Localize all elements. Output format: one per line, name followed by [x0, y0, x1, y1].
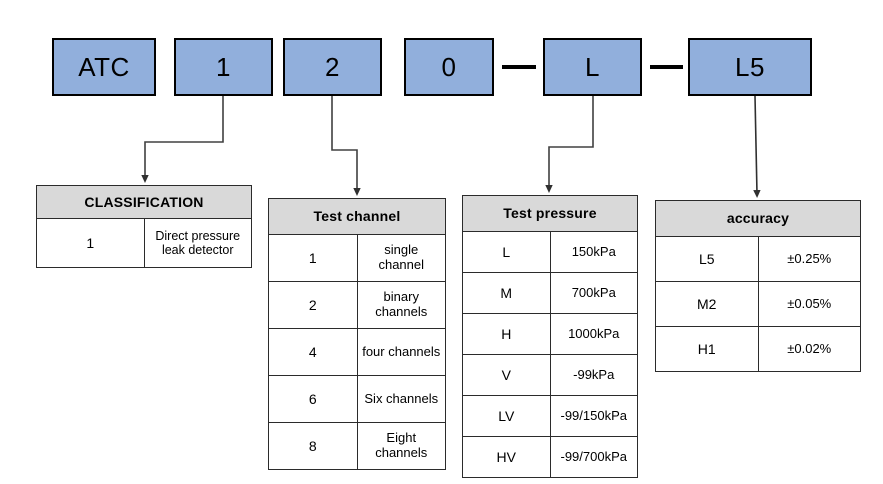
- connector-test-pressure: [545, 96, 594, 193]
- table-header-row: Test pressure: [462, 195, 638, 232]
- test-channel-key-2: 2: [268, 281, 358, 329]
- code-box-atc[interactable]: ATC: [52, 38, 156, 96]
- accuracy-value-3: ±0.02%: [757, 326, 861, 372]
- test-pressure-key-3: H: [462, 313, 551, 355]
- table-test-channel-header: Test channel: [268, 198, 446, 235]
- test-pressure-key-4: V: [462, 354, 551, 396]
- table-test-pressure-header: Test pressure: [462, 195, 638, 232]
- code-box-test-channel[interactable]: 2: [283, 38, 382, 96]
- table-row: 4 four channels: [268, 328, 446, 376]
- table-row: 8 Eight channels: [268, 422, 446, 470]
- test-pressure-key-1: L: [462, 231, 551, 273]
- test-pressure-key-5: LV: [462, 395, 551, 437]
- table-accuracy-header: accuracy: [655, 200, 861, 237]
- table-row: 1 single channel: [268, 234, 446, 282]
- code-box-zero[interactable]: 0: [404, 38, 494, 96]
- accuracy-value-1: ±0.25%: [757, 236, 861, 282]
- code-box-classification[interactable]: 1: [174, 38, 273, 96]
- accuracy-value-2: ±0.05%: [757, 281, 861, 327]
- test-channel-key-5: 8: [268, 422, 358, 470]
- code-box-accuracy[interactable]: L5: [688, 38, 812, 96]
- test-pressure-value-2: 700kPa: [549, 272, 638, 314]
- table-row: LV -99/150kPa: [462, 395, 638, 437]
- table-header-row: accuracy: [655, 200, 861, 237]
- table-row: 2 binary channels: [268, 281, 446, 329]
- table-row: M 700kPa: [462, 272, 638, 314]
- table-header-row: Test channel: [268, 198, 446, 235]
- test-channel-value-2: binary channels: [356, 281, 446, 329]
- table-row: H1 ±0.02%: [655, 326, 861, 372]
- connector-classification: [141, 96, 224, 183]
- table-row: V -99kPa: [462, 354, 638, 396]
- table-row: L5 ±0.25%: [655, 236, 861, 282]
- code-box-test-pressure[interactable]: L: [543, 38, 642, 96]
- test-channel-key-1: 1: [268, 234, 358, 282]
- table-classification: CLASSIFICATION 1 Direct pressure leak de…: [36, 185, 252, 268]
- accuracy-key-3: H1: [655, 326, 759, 372]
- classification-key-1: 1: [36, 218, 145, 268]
- test-channel-value-1: single channel: [356, 234, 446, 282]
- table-classification-header: CLASSIFICATION: [36, 185, 252, 219]
- test-pressure-key-2: M: [462, 272, 551, 314]
- classification-value-1: Direct pressure leak detector: [143, 218, 252, 268]
- accuracy-key-1: L5: [655, 236, 759, 282]
- test-channel-key-3: 4: [268, 328, 358, 376]
- test-pressure-value-5: -99/150kPa: [549, 395, 638, 437]
- table-row: M2 ±0.05%: [655, 281, 861, 327]
- dash-separator-2: [650, 65, 683, 69]
- table-row: HV -99/700kPa: [462, 436, 638, 478]
- connector-accuracy: [753, 95, 761, 198]
- test-pressure-value-4: -99kPa: [549, 354, 638, 396]
- table-test-pressure: Test pressure L 150kPa M 700kPa H 1000kP…: [462, 195, 638, 478]
- test-pressure-value-1: 150kPa: [549, 231, 638, 273]
- table-test-channel: Test channel 1 single channel 2 binary c…: [268, 198, 446, 470]
- test-channel-value-4: Six channels: [356, 375, 446, 423]
- table-header-row: CLASSIFICATION: [36, 185, 252, 219]
- test-channel-value-3: four channels: [356, 328, 446, 376]
- accuracy-key-2: M2: [655, 281, 759, 327]
- table-row: 6 Six channels: [268, 375, 446, 423]
- test-channel-value-5: Eight channels: [356, 422, 446, 470]
- connector-test-channel: [331, 96, 361, 196]
- test-pressure-key-6: HV: [462, 436, 551, 478]
- table-accuracy: accuracy L5 ±0.25% M2 ±0.05% H1 ±0.02%: [655, 200, 861, 372]
- dash-separator-1: [502, 65, 536, 69]
- test-pressure-value-6: -99/700kPa: [549, 436, 638, 478]
- table-row: 1 Direct pressure leak detector: [36, 218, 252, 268]
- table-row: L 150kPa: [462, 231, 638, 273]
- table-row: H 1000kPa: [462, 313, 638, 355]
- test-pressure-value-3: 1000kPa: [549, 313, 638, 355]
- test-channel-key-4: 6: [268, 375, 358, 423]
